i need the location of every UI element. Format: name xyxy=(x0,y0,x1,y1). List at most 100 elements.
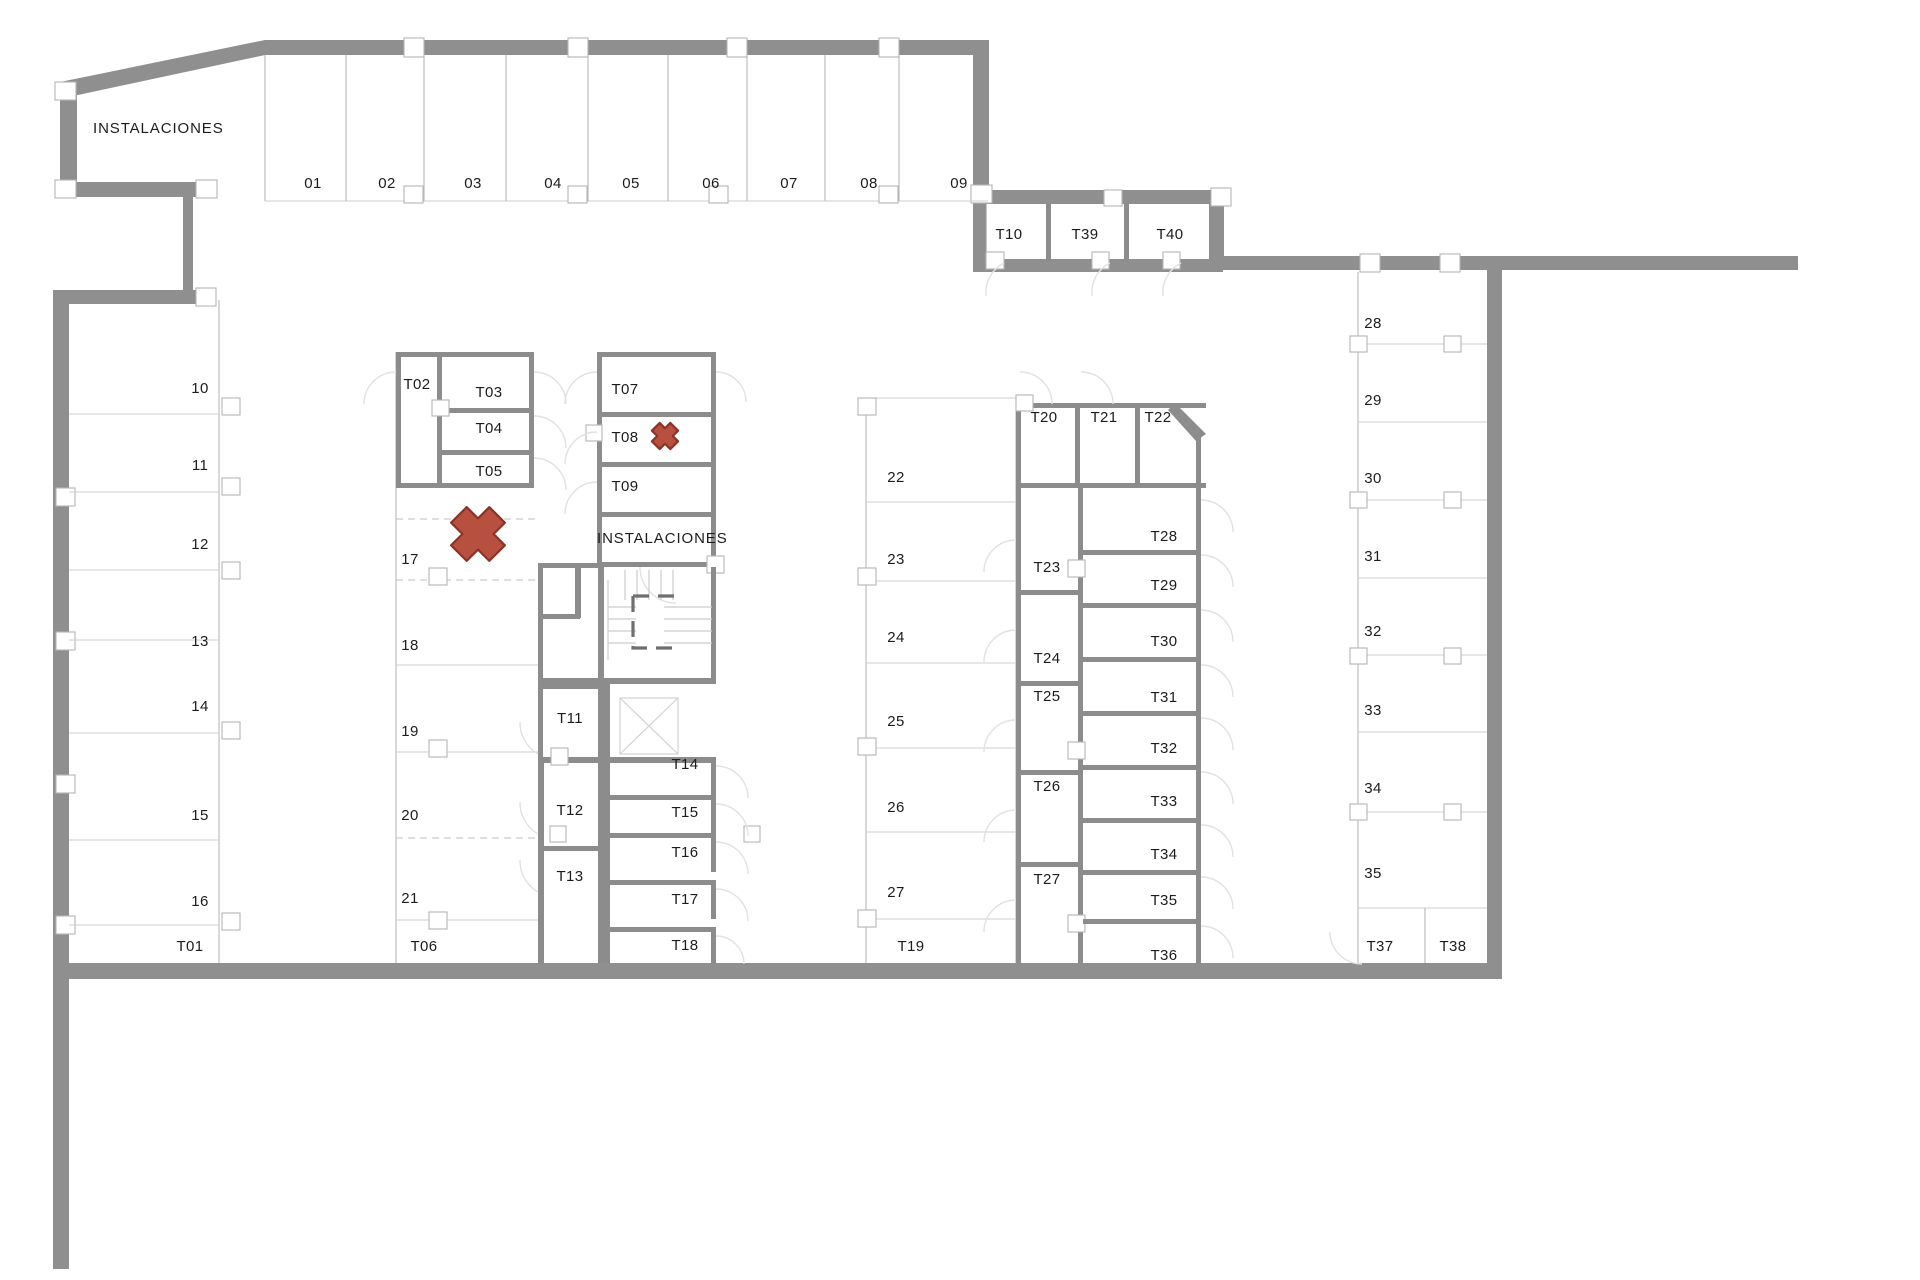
wall-right-of-t40 xyxy=(1209,190,1224,268)
wall-t20-top xyxy=(1016,403,1206,408)
jamb-top-1 xyxy=(403,37,425,58)
room-label-t28: T28 xyxy=(1150,528,1177,545)
jamb-t40-right xyxy=(1210,187,1232,207)
door-swing-t33 xyxy=(1200,771,1234,805)
bay-label-30: 30 xyxy=(1364,470,1382,487)
wall-instalaciones-connector xyxy=(183,197,193,290)
x-mark-shape xyxy=(450,506,506,562)
wall-t23-right xyxy=(1078,488,1083,963)
door-swing-t15 xyxy=(715,803,749,837)
door-swing-t37 xyxy=(1329,931,1363,965)
wall-t08-right xyxy=(711,417,716,462)
bay-marker-center-c xyxy=(428,911,448,930)
jamb-top-2 xyxy=(567,37,589,58)
wall-right-outer xyxy=(1487,268,1502,968)
door-swing-t35 xyxy=(1200,876,1234,910)
elevator-shaft xyxy=(604,684,716,763)
rooms-t28-t36 xyxy=(1083,488,1234,963)
bay-marker-right-g xyxy=(1349,803,1368,821)
rooms-t20-t27 xyxy=(983,371,1206,963)
room-label-t31: T31 xyxy=(1150,689,1177,706)
bay-label-24: 24 xyxy=(887,629,905,646)
wall-jambs xyxy=(54,37,1461,935)
wall-t34-t35 xyxy=(1083,870,1201,875)
rooms-t11-t13 xyxy=(519,684,604,963)
wall-bottom-left-vertical xyxy=(53,979,69,1269)
bay-marker-right-e xyxy=(1349,647,1368,665)
bay-marker-top-a xyxy=(403,185,424,204)
wall-t26-bottom xyxy=(1016,862,1083,867)
wall-t09-bottom xyxy=(597,512,716,517)
room-label-t16: T16 xyxy=(671,844,698,861)
bay-label-06: 06 xyxy=(702,175,720,192)
wall-instalaciones-bottom xyxy=(60,182,210,197)
wall-inst-bottom xyxy=(597,562,716,567)
bay-label-20: 20 xyxy=(401,807,419,824)
wall-t32-t33 xyxy=(1083,765,1201,770)
room-label-t11: T11 xyxy=(557,710,583,727)
door-swing-t26 xyxy=(983,809,1017,843)
room-label-t01: T01 xyxy=(176,938,203,955)
wall-t12-left xyxy=(538,757,544,963)
wall-stair-right xyxy=(711,567,716,682)
stair-void-outline xyxy=(631,596,678,650)
room-label-t04: T04 xyxy=(475,420,502,437)
rooms-t07-t09 xyxy=(564,352,747,604)
door-swing-t02 xyxy=(363,371,397,405)
marker-small-t08-icon[interactable] xyxy=(647,418,684,455)
door-swing-t40 xyxy=(1162,262,1182,297)
door-swing-t07-right xyxy=(715,371,747,403)
wall-t04-t05 xyxy=(442,450,534,455)
wall-t04-right xyxy=(529,413,534,450)
jamb-t39-door xyxy=(1091,251,1110,270)
jamb-top-3 xyxy=(726,37,748,58)
wall-t28-t29 xyxy=(1083,550,1201,555)
room-label-t34: T34 xyxy=(1150,846,1177,863)
door-swing-t05 xyxy=(533,457,567,491)
wall-t09-right xyxy=(711,467,716,512)
bay-label-13: 13 xyxy=(191,633,209,650)
door-swing-t16 xyxy=(715,841,749,875)
label-instalaciones-top-left: INSTALACIONES xyxy=(93,120,224,137)
wall-t39-t40 xyxy=(1124,204,1129,262)
room-label-t25: T25 xyxy=(1033,688,1060,705)
bays-left-geometry xyxy=(69,300,241,963)
wall-t10-t39 xyxy=(1046,204,1051,262)
bay-label-03: 03 xyxy=(464,175,482,192)
room-label-t09: T09 xyxy=(611,478,638,495)
marker-large-center-icon[interactable] xyxy=(440,496,516,572)
bay-label-01: 01 xyxy=(304,175,322,192)
bay-marker-right-b xyxy=(1443,335,1462,353)
bay-label-28: 28 xyxy=(1364,315,1382,332)
wall-upper-right-horizontal-2 xyxy=(1498,256,1798,270)
room-label-t40: T40 xyxy=(1156,226,1183,243)
door-swing-t39 xyxy=(1091,262,1111,297)
bay-label-33: 33 xyxy=(1364,702,1382,719)
wall-t35-t36 xyxy=(1083,919,1201,924)
room-label-t26: T26 xyxy=(1033,778,1060,795)
jamb-t20-door xyxy=(1015,394,1034,412)
room-label-t15: T15 xyxy=(671,804,698,821)
jamb-right-1 xyxy=(1359,253,1381,273)
room-label-t39: T39 xyxy=(1071,226,1098,243)
door-swing-t11 xyxy=(519,721,539,755)
wall-inst-right xyxy=(711,517,716,567)
bay-label-17: 17 xyxy=(401,551,419,568)
wall-corridor-bottom xyxy=(538,678,716,684)
door-swing-t14 xyxy=(715,765,749,799)
wall-t22-right xyxy=(1196,434,1201,484)
wall-t03-right xyxy=(529,352,534,408)
room-label-t30: T30 xyxy=(1150,633,1177,650)
wall-t12-t13 xyxy=(538,846,604,851)
wall-t22-diagonal xyxy=(1168,403,1206,441)
rooms-t02-t05 xyxy=(363,352,567,491)
bay-marker-left-a xyxy=(221,397,241,416)
room-label-t38: T38 xyxy=(1439,938,1466,955)
rooms-t10-t39-t40 xyxy=(985,204,1182,297)
wall-t07-right xyxy=(711,352,716,414)
bay-marker-midright-c xyxy=(857,737,877,756)
